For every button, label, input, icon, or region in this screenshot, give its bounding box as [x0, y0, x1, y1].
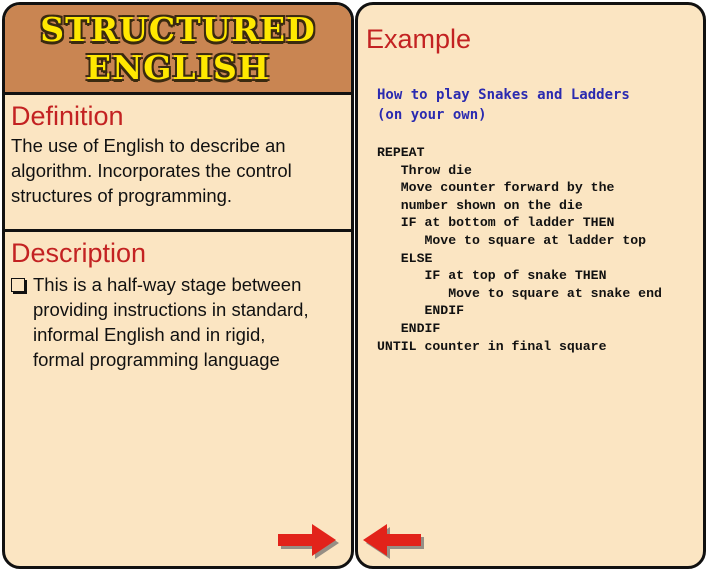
title-line-2: ENGLISH [85, 47, 271, 87]
description-line: This is a half-way stage between [33, 274, 302, 295]
definition-section: Definition The use of English to describ… [5, 95, 351, 232]
definition-line: structures of programming. [11, 185, 233, 206]
definition-line: The use of English to describe an [11, 135, 286, 156]
title-line-1: STRUCTURED [40, 9, 316, 49]
description-text: This is a half-way stage between providi… [33, 272, 309, 372]
definition-heading: Definition [11, 101, 124, 131]
arrow-left-icon[interactable] [363, 524, 429, 562]
arrow-right-icon[interactable] [278, 524, 344, 562]
title-banner: STRUCTURED ENGLISH [5, 5, 351, 95]
checkbox-icon [11, 278, 25, 292]
definition-line: algorithm. Incorporates the control [11, 160, 292, 181]
pseudocode-block: REPEAT Throw die Move counter forward by… [377, 145, 662, 354]
code-title: How to play Snakes and Ladders (on your … [377, 87, 630, 123]
example-card: Example How to play Snakes and Ladders (… [355, 2, 706, 569]
definition-text: The use of English to describe an algori… [11, 133, 345, 208]
description-section: Description This is a half-way stage bet… [5, 232, 351, 372]
description-line: informal English and in rigid, [33, 324, 266, 345]
description-line: providing instructions in standard, [33, 299, 309, 320]
description-bullet: This is a half-way stage between providi… [11, 272, 345, 372]
example-heading: Example [366, 24, 472, 54]
definition-card: STRUCTURED ENGLISH Definition The use of… [2, 2, 354, 569]
description-line: formal programming language [33, 349, 280, 370]
description-heading: Description [11, 238, 147, 268]
